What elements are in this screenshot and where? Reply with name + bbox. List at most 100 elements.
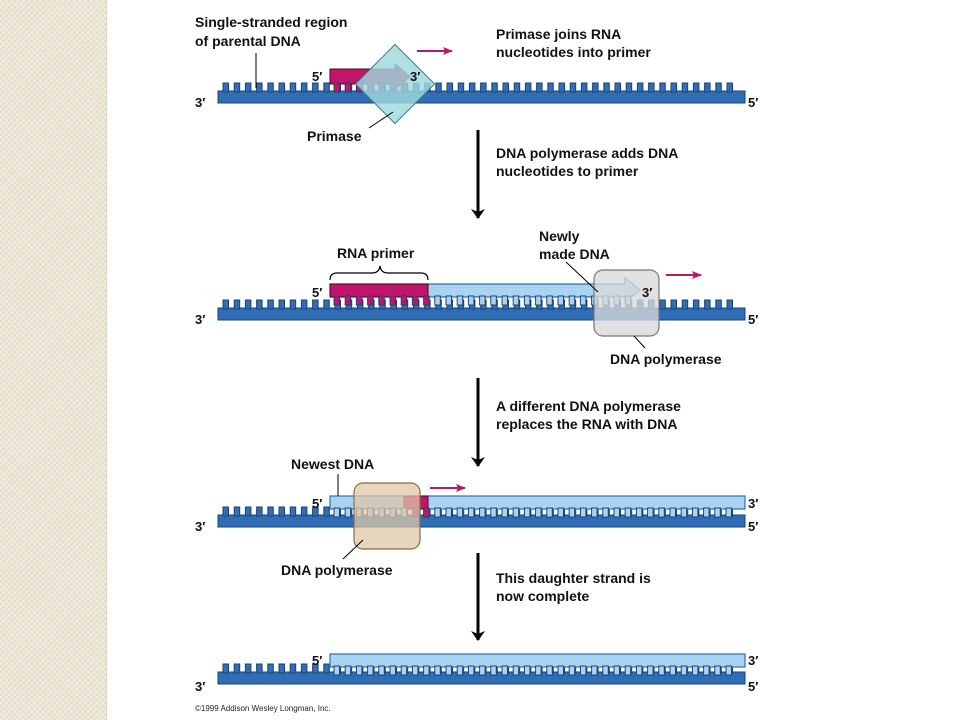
daughter-base-0 [333,82,340,93]
daughter-base-14 [490,295,497,306]
daughter-base-11 [456,665,464,676]
label-different-polymerase-2: replaces the RNA with DNA [496,416,678,432]
daughter-base-6 [400,665,408,676]
daughter-base-8 [423,295,430,306]
daughter-base-27 [635,507,643,518]
daughter-base-20 [557,665,564,676]
parental-base-6 [289,663,297,674]
daughter-base-32 [691,665,699,676]
daughter-base-19 [546,665,553,676]
daughter-base-13 [479,665,486,676]
daughter-base-30 [669,507,676,518]
parental-base-40 [670,299,677,310]
strand-end-5-top-4: 5′ [312,653,322,668]
parental-base-44 [715,299,722,310]
parental-base-35 [614,82,621,93]
daughter-base-6 [400,295,408,306]
daughter-base-11 [456,507,464,518]
strand-end-5-bottom-3: 5′ [748,519,758,534]
label-different-polymerase-1: A different DNA polymerase [496,398,681,414]
daughter-base-26 [624,507,632,518]
strand-end-3-bottom-3: 3′ [195,519,205,534]
leader-polymerase-2 [342,539,364,560]
daughter-base-2 [355,665,363,676]
daughter-base-28 [647,507,654,518]
strand-end-3-top-4: 3′ [748,653,758,668]
daughter-base-14 [490,507,497,518]
daughter-base-14 [490,665,497,676]
parental-base-7 [300,506,308,517]
leader-polymerase-1 [633,335,646,349]
parental-base-38 [648,82,655,93]
daughter-base-20 [557,295,564,306]
daughter-base-29 [658,665,665,676]
leader-primase [368,111,394,129]
copyright-notice: ©1999 Addison Wesley Longman, Inc. [195,704,331,713]
daughter-base-21 [568,295,576,306]
parental-base-6 [289,299,297,310]
parental-base-2 [244,82,252,93]
daughter-base-34 [714,507,721,518]
daughter-base-33 [703,665,710,676]
daughter-base-19 [546,295,553,306]
daughter-base-4 [378,665,385,676]
parental-base-39 [659,299,666,310]
dna-polymerase-enzyme-1 [593,269,660,337]
label-single-stranded-1: Single-stranded region [195,14,347,30]
daughter-base-11 [456,295,464,306]
parental-base-34 [603,82,610,93]
label-polymerase-adds-2: nucleotides to primer [496,163,639,179]
parental-base-9 [323,506,330,517]
parental-base-1 [233,506,241,517]
daughter-base-8 [423,665,430,676]
parental-base-4 [267,506,274,517]
parental-base-4 [267,663,274,674]
daughter-base-10 [445,295,452,306]
parental-base-9 [323,82,330,93]
strand-end-3-bottom-4: 3′ [195,679,205,694]
parental-base-9 [323,299,330,310]
parental-base-2 [244,299,252,310]
parental-base-8 [312,82,319,93]
parental-base-0 [222,299,229,310]
parental-base-26 [513,82,521,93]
parental-base-27 [524,82,532,93]
daughter-base-17 [523,507,531,518]
stage-3: Newest DNA DNA polymerase 5′ 3′ 3′ 5′ [195,456,758,578]
strand-end-5-bottom-4: 5′ [748,679,758,694]
label-single-stranded-2: of parental DNA [195,33,301,49]
daughter-base-33 [703,507,710,518]
daughter-base-21 [568,507,576,518]
daughter-base-20 [557,507,564,518]
daughter-base-16 [512,295,520,306]
daughter-base-9 [434,665,441,676]
daughter-base-15 [501,507,508,518]
daughter-base-21 [568,665,576,676]
parental-base-42 [692,82,700,93]
label-polymerase-adds-1: DNA polymerase adds DNA [496,145,678,161]
parental-base-3 [256,506,263,517]
daughter-base-12 [467,507,475,518]
parental-base-7 [300,299,308,310]
daughter-base-28 [647,665,654,676]
rna-primer-segment-2 [329,283,429,298]
label-primase: Primase [307,128,362,144]
daughter-base-0 [333,665,340,676]
parental-base-41 [681,82,689,93]
daughter-base-19 [546,507,553,518]
daughter-base-17 [523,295,531,306]
dna-polymerase-enzyme-2 [353,482,421,550]
daughter-base-12 [467,295,475,306]
daughter-base-16 [512,507,520,518]
daughter-base-10 [445,665,452,676]
parental-base-33 [592,82,599,93]
daughter-base-22 [579,295,587,306]
strand-end-5-bottom-2: 5′ [748,312,758,327]
parental-base-0 [222,506,229,517]
daughter-base-35 [725,665,732,676]
daughter-base-13 [479,507,486,518]
parental-base-45 [726,299,733,310]
parental-base-8 [312,299,319,310]
daughter-base-29 [658,507,665,518]
